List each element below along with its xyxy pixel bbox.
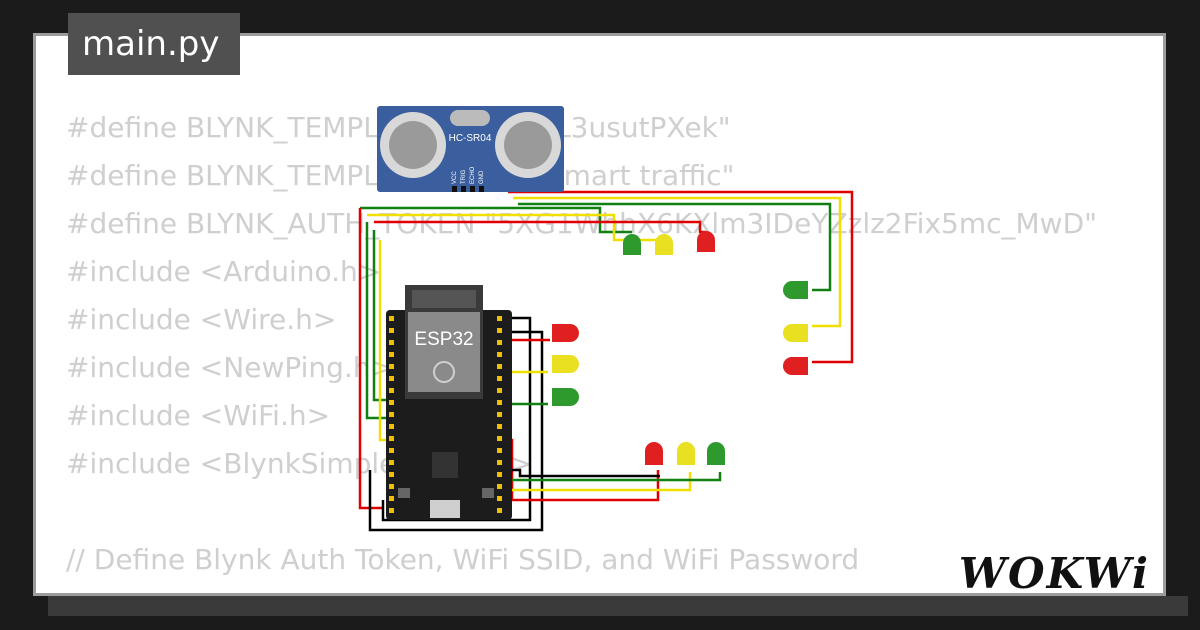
wire-yellow-right: [513, 196, 842, 328]
led-group-middle: [552, 324, 579, 406]
sensor-pin-echo: ECHO: [470, 166, 476, 184]
led-red[interactable]: [783, 357, 808, 375]
led-red[interactable]: [645, 442, 663, 465]
led-yellow[interactable]: [552, 355, 579, 373]
wire-red-top: [374, 220, 706, 234]
wire-red-left: [358, 208, 383, 510]
led-yellow[interactable]: [677, 442, 695, 465]
wire-yellow-left: [378, 240, 386, 442]
code-line: #include <Wire.h>: [66, 303, 337, 336]
led-group-right: [783, 281, 808, 375]
wire-yellow-top: [367, 213, 664, 242]
wire-green-top: [360, 206, 632, 234]
led-red[interactable]: [552, 324, 579, 342]
led-green[interactable]: [623, 234, 641, 255]
sensor-pin-trig: TRIG: [461, 169, 467, 184]
reset-button[interactable]: [482, 488, 494, 498]
ultrasonic-sensor[interactable]: HC-SR04 VCC TRIG ECHO GND: [377, 106, 564, 192]
code-line: #include <NewPing.h>: [66, 351, 395, 384]
code-line: #define BLYNK_AUTH_TOKEN "5XG1WhhX6KXlm3…: [66, 207, 1098, 240]
esp32-board[interactable]: ESP32: [386, 285, 512, 520]
code-line: #include <WiFi.h>: [66, 399, 331, 432]
led-green[interactable]: [552, 388, 579, 406]
wokwi-logo: WOKWi: [958, 549, 1150, 598]
usb-port-icon: [430, 500, 460, 518]
espressif-logo-icon: [433, 361, 455, 383]
file-tab[interactable]: main.py: [68, 13, 240, 75]
led-yellow[interactable]: [655, 234, 673, 255]
wire-red-right: [508, 190, 854, 364]
wire-green-left: [365, 222, 386, 420]
code-line: #include <Arduino.h>: [66, 255, 382, 288]
led-green[interactable]: [783, 281, 808, 299]
sensor-pin-vcc: VCC: [452, 171, 458, 184]
esp32-label: ESP32: [414, 329, 473, 350]
wire-bottom-black: [500, 468, 660, 478]
led-red[interactable]: [697, 231, 715, 252]
led-group-top: [623, 231, 715, 255]
boot-button[interactable]: [398, 488, 410, 498]
chip-icon: [432, 452, 458, 478]
wire-black-gnd: [368, 330, 544, 532]
code-line: // Define Blynk Auth Token, WiFi SSID, a…: [66, 543, 860, 576]
sensor-label: HC-SR04: [449, 133, 492, 144]
card-shadow: [48, 596, 1188, 616]
wire-green-right: [518, 202, 832, 292]
led-yellow[interactable]: [783, 324, 808, 342]
led-group-bottom: [645, 442, 725, 465]
wire-black-gnd-2: [381, 316, 532, 522]
led-green[interactable]: [707, 442, 725, 465]
header-pins: [389, 316, 502, 513]
sensor-pin-gnd: GND: [479, 170, 485, 184]
wire-green-left-2: [372, 230, 386, 402]
